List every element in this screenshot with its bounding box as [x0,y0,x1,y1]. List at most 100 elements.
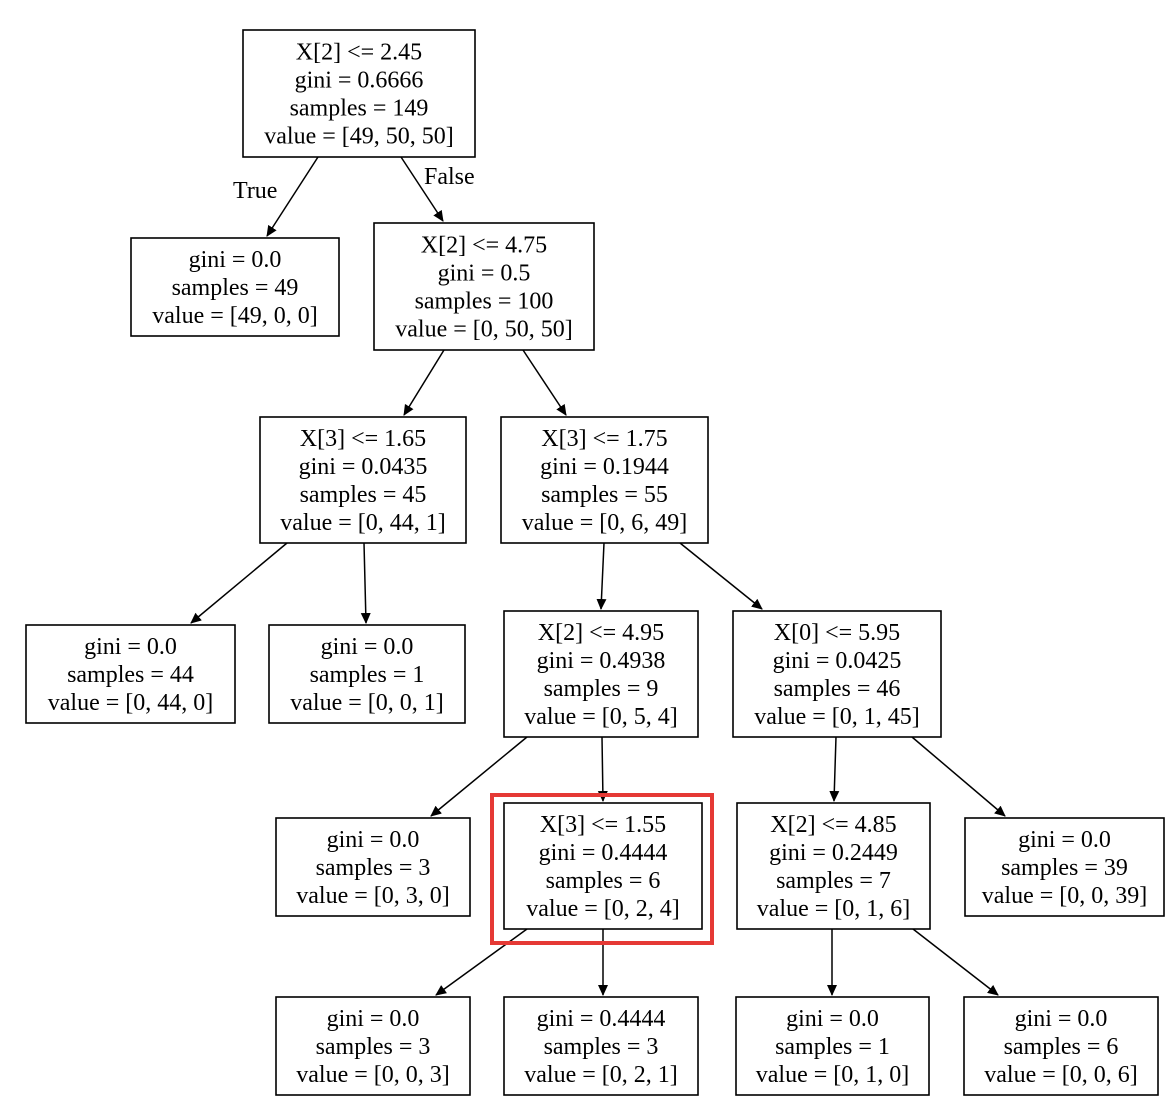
node-box [259,416,467,544]
node-line: samples = 6 [1004,1034,1119,1060]
node-box [275,996,471,1096]
edge-n4-n7 [596,542,607,610]
node-line: value = [0, 44, 1] [280,510,446,536]
edge-n7-n10 [597,736,608,802]
node-line: samples = 55 [541,482,668,508]
node-line: X[3] <= 1.75 [541,426,667,452]
node-line: gini = 0.0 [321,634,414,660]
node-line: value = [0, 2, 4] [526,896,680,922]
node-line: gini = 0.5 [438,261,531,287]
node-line: X[2] <= 4.95 [538,620,664,646]
node-line: X[3] <= 1.65 [300,426,426,452]
node-box [732,610,942,738]
node-box [964,817,1165,917]
node-line: gini = 0.1944 [540,454,669,480]
edge-n11-n16 [912,928,999,996]
edge-n10-n13 [435,928,528,996]
node-box [503,802,703,930]
node-line: gini = 0.0 [786,1006,879,1032]
node-line: value = [49, 50, 50] [264,124,454,150]
node-line: gini = 0.0 [84,634,177,660]
node-line: gini = 0.0 [189,247,282,273]
node-line: samples = 3 [544,1034,659,1060]
edge-n8-n12 [911,736,1006,817]
node-box [735,996,930,1096]
node-line: gini = 0.0 [327,827,420,853]
node-line: gini = 0.4938 [537,648,666,674]
node-line: value = [0, 2, 1] [524,1062,678,1088]
node-line: value = [0, 44, 0] [48,690,214,716]
node-line: X[2] <= 2.45 [296,40,422,66]
edge-n0-n1 [266,156,319,237]
edge-n7-n9 [430,736,528,817]
node-line: samples = 1 [775,1034,890,1060]
node-line: samples = 45 [300,482,427,508]
node-line: value = [0, 0, 3] [296,1062,450,1088]
node-line: samples = 49 [172,275,299,301]
node-line: X[2] <= 4.85 [770,812,896,838]
node-line: samples = 3 [316,855,431,881]
node-box [963,996,1159,1096]
node-line: gini = 0.0425 [773,648,902,674]
node-line: value = [0, 5, 4] [524,704,678,730]
node-line: gini = 0.0 [1018,827,1111,853]
node-line: value = [0, 0, 39] [982,883,1148,909]
edge-n0-n2 [400,156,444,222]
edge-n8-n11 [829,736,840,802]
node-line: value = [0, 0, 6] [984,1062,1138,1088]
node-line: gini = 0.6666 [295,68,424,94]
edge-n2-n4 [522,349,567,416]
node-line: value = [0, 1, 0] [756,1062,910,1088]
node-box [25,624,236,724]
edge-n3-n5 [190,542,288,624]
node-line: samples = 9 [544,676,659,702]
node-line: value = [0, 50, 50] [395,317,573,343]
node-line: X[3] <= 1.55 [540,812,666,838]
node-line: samples = 46 [774,676,901,702]
node-box [736,802,931,930]
edge-label-true: True [233,178,277,204]
edge-n4-n8 [679,542,763,610]
node-line: value = [0, 3, 0] [296,883,450,909]
node-line: samples = 149 [290,96,429,122]
node-line: samples = 100 [415,289,554,315]
node-line: gini = 0.4444 [539,840,668,866]
node-box [242,29,476,158]
node-box [373,222,595,351]
node-line: value = [0, 1, 45] [754,704,920,730]
node-line: value = [0, 0, 1] [290,690,444,716]
node-line: value = [49, 0, 0] [152,303,318,329]
node-line: samples = 6 [546,868,661,894]
edge-n3-n6 [360,542,371,624]
node-line: samples = 39 [1001,855,1128,881]
node-box [130,237,340,337]
node-line: X[2] <= 4.75 [421,233,547,259]
node-box [503,610,699,738]
node-line: value = [0, 6, 49] [522,510,688,536]
node-line: value = [0, 1, 6] [757,896,911,922]
node-line: samples = 7 [776,868,891,894]
node-line: gini = 0.4444 [537,1006,666,1032]
edge-n2-n3 [403,349,445,416]
node-line: gini = 0.2449 [769,840,898,866]
node-line: samples = 3 [316,1034,431,1060]
node-box [503,996,699,1096]
